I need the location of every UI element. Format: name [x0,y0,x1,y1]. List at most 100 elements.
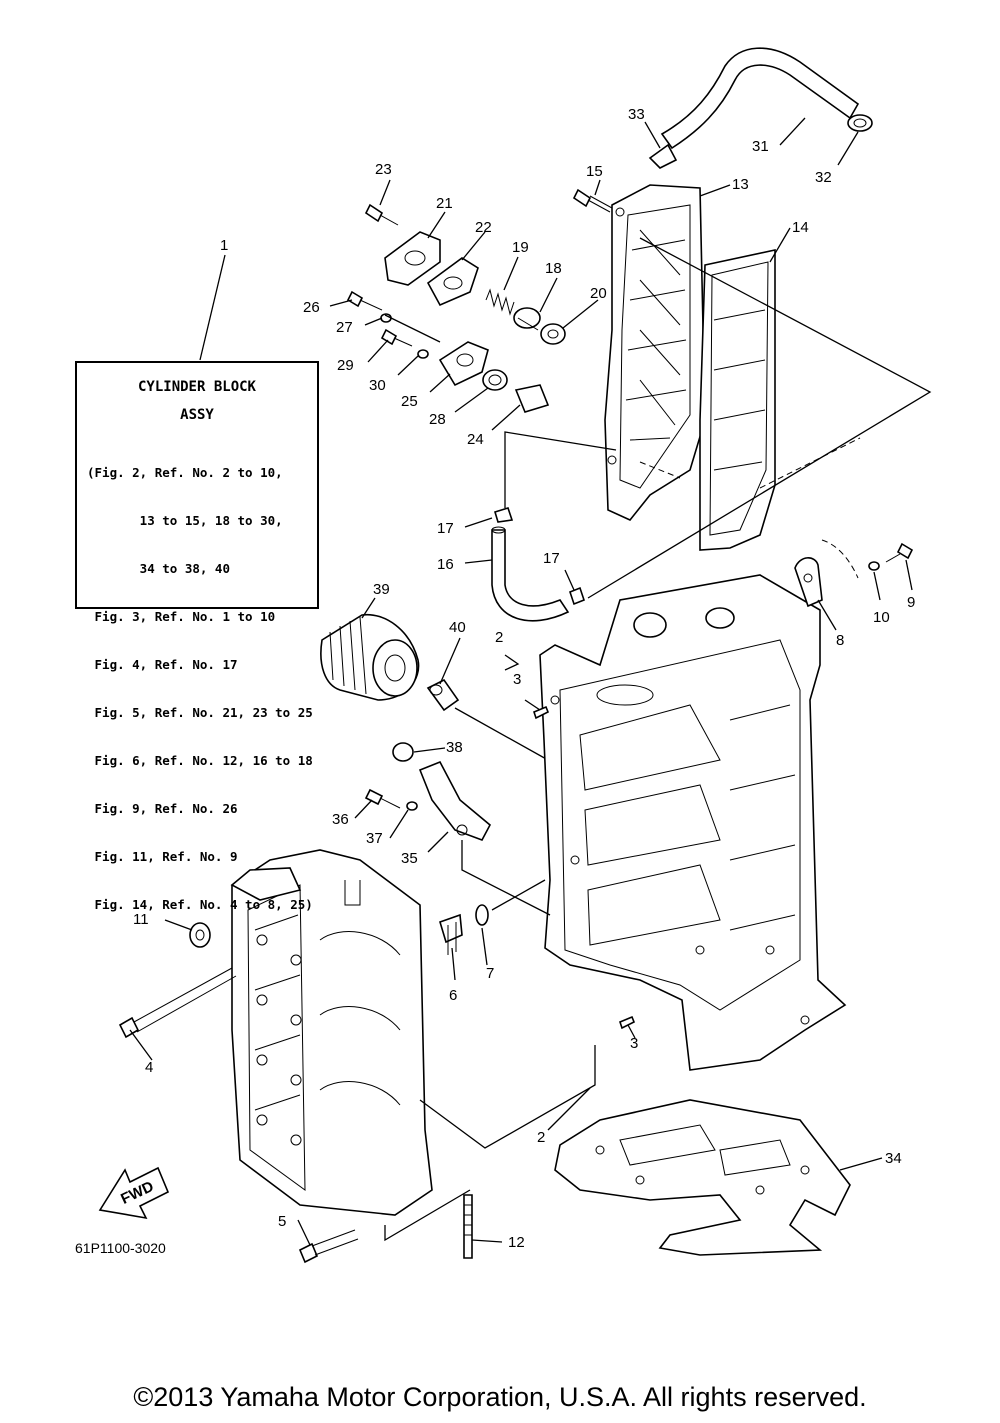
callout-13: 13 [732,176,749,193]
callout-15: 15 [586,163,603,180]
hose-part-16 [491,526,570,622]
legend-title-line2: ASSY [180,407,214,423]
callout-22: 22 [475,219,492,236]
bolt-part-5 [298,1229,359,1264]
callout-14: 14 [792,219,809,236]
washer-part-30 [417,349,429,359]
legend-title-line1: CYLINDER BLOCK [137,379,256,395]
callout-34: 34 [885,1150,902,1167]
fwd-arrow-icon: FWD [98,1166,170,1220]
hose-clip-part-17a [494,507,514,523]
callout-19: 19 [512,239,529,256]
callout-21: 21 [436,195,453,212]
callout-17b: 17 [543,550,560,567]
bolt-part-15 [572,188,613,213]
callout-37: 37 [366,830,383,847]
callout-32: 32 [815,169,832,186]
legend-line: Fig. 5, Ref. No. 21, 23 to 25 [87,705,313,720]
callout-3b: 3 [630,1035,638,1052]
callout-12: 12 [508,1234,525,1251]
dowel-pin-part-3b [619,1015,636,1030]
diagram-code: 61P1100-3020 [75,1240,166,1256]
callout-20: 20 [590,285,607,302]
legend-line: Fig. 6, Ref. No. 12, 16 to 18 [87,753,313,768]
bolt-part-26 [346,290,383,311]
thermostat-part-18 [513,307,541,331]
bolt-part-4 [118,967,237,1039]
spring-part-19 [485,288,515,316]
dowel-pin-part-3a [533,705,550,720]
bracket-part-8 [794,557,823,608]
washer-part-37 [406,801,418,811]
callout-9: 9 [907,594,915,611]
bolt-part-9 [885,542,914,563]
callout-25: 25 [401,393,418,410]
callout-23: 23 [375,161,392,178]
legend-line: Fig. 11, Ref. No. 9 [87,849,238,864]
cylinder-block-part-1 [230,849,433,1216]
callout-40: 40 [449,619,466,636]
bolt-part-36 [364,788,401,809]
legend-line: 34 to 38, 40 [87,561,230,576]
bolt-part-23 [364,203,399,226]
callout-38: 38 [446,739,463,756]
callout-17a: 17 [437,520,454,537]
gasket-part-34 [554,1099,851,1256]
callout-4: 4 [145,1059,153,1076]
collar-part-38 [392,742,414,762]
callout-36: 36 [332,811,349,828]
legend-line: Fig. 3, Ref. No. 1 to 10 [87,609,276,624]
callout-3a: 3 [513,671,521,688]
callout-31: 31 [752,138,769,155]
oil-filter-part-39 [320,613,420,701]
callout-7: 7 [486,965,494,982]
legend-line: 13 to 15, 18 to 30, [87,513,283,528]
washer-part-10 [868,561,880,571]
legend-line: (Fig. 2, Ref. No. 2 to 10, [87,465,283,480]
hose-part-31 [660,47,860,150]
exhaust-gasket-part-14 [699,249,776,551]
callout-29: 29 [337,357,354,374]
pressure-valve-cover-part-25 [438,341,489,387]
callout-10: 10 [873,609,890,626]
exhaust-cover-part-13 [604,184,706,521]
valve-part-24 [514,384,550,413]
union-bolt-part-40 [426,678,460,712]
callout-2a: 2 [495,629,503,646]
callout-8: 8 [836,632,844,649]
callout-28: 28 [429,411,446,428]
legend-line: Fig. 9, Ref. No. 26 [87,801,238,816]
callout-6: 6 [449,987,457,1004]
bolt-part-29 [380,328,413,347]
gasket-part-22 [426,257,479,307]
callout-1: 1 [220,237,228,254]
seal-part-28 [482,369,508,391]
callout-27: 27 [336,319,353,336]
stud-part-12 [463,1194,473,1259]
callout-35: 35 [401,850,418,867]
callout-33: 33 [628,106,645,123]
crankcase-part-2 [539,574,847,1071]
callout-18: 18 [545,260,562,277]
callout-39: 39 [373,581,390,598]
assembly-legend-box: CYLINDER BLOCK ASSY (Fig. 2, Ref. No. 2 … [75,361,319,912]
copyright-notice: ©2013 Yamaha Motor Corporation, U.S.A. A… [133,1382,867,1412]
callout-2b: 2 [537,1129,545,1146]
hose-clip-part-17b [569,586,585,606]
callout-24: 24 [467,431,484,448]
thermostat-cover-part-21 [384,231,441,286]
washer-part-7 [475,904,489,926]
legend-line: Fig. 4, Ref. No. 17 [87,657,238,672]
seal-part-20 [540,323,566,345]
callout-30: 30 [369,377,386,394]
plug-part-33 [648,143,678,169]
callout-16: 16 [437,556,454,573]
callout-5: 5 [278,1213,286,1230]
hose-clamp-part-32 [847,114,873,132]
bracket-part-35 [418,760,492,841]
bolt-part-6 [439,913,463,955]
callout-26: 26 [303,299,320,316]
callout-11: 11 [133,911,149,928]
legend-line: Fig. 14, Ref. No. 4 to 8, 25) [87,897,313,912]
